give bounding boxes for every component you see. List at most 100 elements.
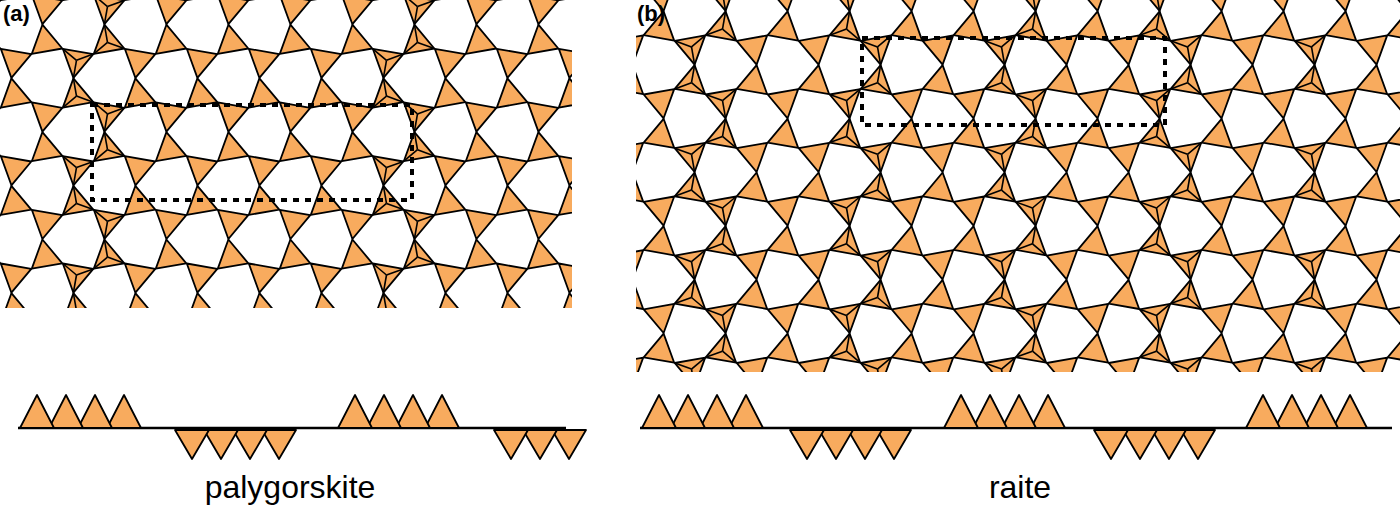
tetrahedron [954, 0, 985, 11]
tetrahedron [1109, 143, 1140, 172]
tetrahedron-side [1181, 430, 1215, 459]
tetrahedron [892, 226, 923, 255]
tetrahedron [1, 264, 32, 293]
tetrahedron [466, 0, 497, 24]
tetrahedron-edge [383, 78, 386, 96]
tetrahedron [249, 293, 279, 308]
tetrahedron [373, 0, 404, 1]
tetrahedron-edge [692, 154, 695, 172]
tetrahedron [985, 358, 1016, 372]
tetrahedron-edge [692, 173, 695, 191]
tetrahedron-edge [847, 208, 850, 226]
tetrahedron-edge [373, 203, 387, 215]
tetrahedron-edge [1171, 190, 1188, 196]
tetrahedron-edge [830, 244, 847, 250]
tetrahedron [1016, 197, 1046, 226]
tetrahedron-edge [1016, 95, 1033, 101]
tetrahedron-side [1275, 395, 1309, 428]
tetrahedron [923, 143, 954, 172]
tetrahedron-edge [985, 363, 1002, 369]
tetrahedron-edge [1157, 119, 1160, 137]
tetrahedron-side [204, 430, 238, 459]
tetrahedron [94, 25, 125, 54]
tetrahedron [1047, 250, 1078, 279]
tetrahedron [280, 25, 311, 54]
tetrahedron-edge [878, 262, 881, 280]
tetrahedron [1016, 0, 1046, 11]
tetrahedron-edge [104, 25, 107, 43]
tetrahedron [1326, 89, 1357, 118]
tetrahedron [559, 264, 572, 293]
tetrahedron [1264, 304, 1295, 333]
tetrahedron-edge [1016, 136, 1033, 142]
tetrahedron-edge [373, 0, 387, 1]
tetrahedron-edge [1157, 0, 1160, 11]
tetrahedron-edge [1033, 11, 1036, 29]
tetrahedron [1264, 226, 1295, 255]
tetrahedron [1, 156, 32, 185]
tetrahedron [1047, 358, 1078, 372]
tetrahedron-edge [675, 148, 692, 154]
tetrahedron-edge [73, 60, 76, 78]
tetrahedron [342, 25, 373, 54]
tetrahedron [636, 280, 643, 309]
tetrahedron [1, 78, 32, 107]
tetrahedron [892, 334, 923, 363]
tetrahedron [435, 293, 466, 308]
tetrahedron-edge [1016, 351, 1033, 357]
tetrahedron-edge [63, 203, 77, 215]
tetrahedron-edge [108, 0, 125, 6]
tetrahedron-edge [723, 136, 737, 148]
tetrahedron-edge [383, 60, 386, 78]
tetrahedron [32, 210, 63, 239]
tetrahedron [892, 304, 923, 333]
tetrahedron [706, 197, 737, 226]
tetrahedron-edge [1002, 65, 1005, 83]
tetrahedron [1016, 304, 1046, 333]
tetrahedron [1264, 0, 1295, 11]
tetrahedron-edge [1188, 250, 1202, 262]
tetrahedron [1357, 143, 1388, 172]
tetrahedron [528, 0, 559, 24]
tetrahedron [1357, 250, 1388, 279]
tetrahedron [985, 65, 1016, 94]
tetrahedron [32, 25, 63, 54]
tetrahedron-edge [706, 136, 723, 142]
tetrahedron [636, 143, 643, 172]
tetrahedron [559, 186, 572, 215]
tetrahedron-edge [1188, 298, 1202, 310]
tetrahedron [1078, 89, 1109, 118]
tetrahedron-edge [1157, 226, 1160, 244]
tetrahedron-edge [94, 210, 108, 222]
tetrahedron [497, 49, 528, 78]
tetrahedron-edge [1157, 244, 1171, 256]
tetrahedron-side [671, 395, 705, 428]
tetrahedron-edge [1033, 197, 1047, 209]
tetrahedron [737, 358, 768, 372]
tetrahedron-side [367, 395, 401, 428]
tetrahedron-edge [830, 29, 847, 35]
tetrahedron-edge [63, 264, 77, 276]
tetrahedron [830, 226, 861, 255]
tetrahedron [311, 264, 342, 293]
tetrahedron [1264, 11, 1295, 40]
tetrahedron [799, 35, 830, 64]
tetrahedron-edge [1295, 41, 1312, 47]
tetrahedron [435, 0, 466, 1]
tetrahedron [435, 264, 466, 293]
tetrahedron [94, 210, 125, 239]
tetrahedron-edge [1188, 154, 1191, 172]
tetrahedron-edge [830, 351, 847, 357]
tetrahedron [435, 78, 466, 107]
tetrahedron-side [700, 395, 734, 428]
tetrahedron-edge [847, 334, 850, 352]
tetrahedron [1171, 143, 1202, 172]
tetrahedron-edge [878, 358, 892, 370]
tetrahedron [1233, 280, 1264, 309]
tetrahedron [675, 143, 706, 172]
tetrahedron-edge [1312, 47, 1315, 65]
tetrahedron [768, 334, 799, 363]
tetrahedron [1171, 35, 1202, 64]
tetrahedron-edge [1188, 173, 1191, 191]
tetrahedron-edge [418, 42, 435, 48]
